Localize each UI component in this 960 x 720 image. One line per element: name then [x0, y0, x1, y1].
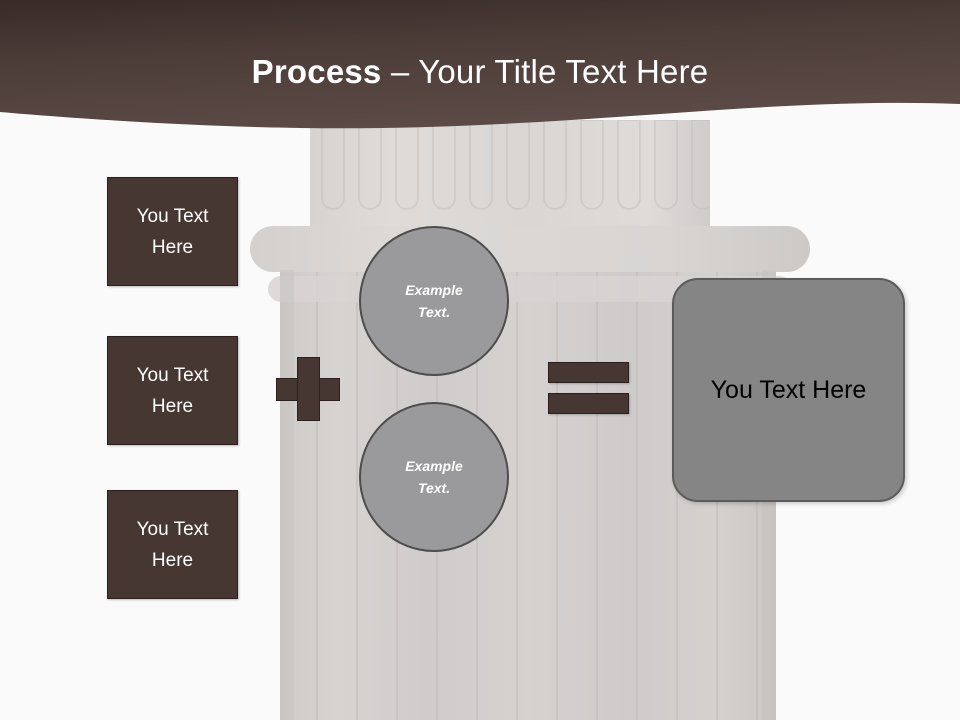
equals-icon-top-bar	[548, 362, 629, 383]
page-title-rest: Your Title Text Here	[418, 53, 709, 90]
page-title-bold: Process	[251, 53, 382, 90]
result-box[interactable]: You Text Here	[672, 278, 905, 502]
page-title-dash: –	[381, 53, 419, 90]
example-circle-2-line1: Example	[405, 458, 463, 474]
input-box-1-line2: Here	[151, 236, 194, 258]
example-circle-2[interactable]: Example Text.	[359, 402, 509, 552]
equals-icon	[548, 362, 629, 414]
title-banner	[0, 0, 960, 129]
equals-icon-bottom-bar	[548, 393, 629, 414]
example-circle-2-line2: Text.	[417, 480, 451, 496]
plus-icon	[276, 357, 340, 421]
input-box-1[interactable]: You Text Here	[107, 177, 238, 286]
input-box-3-line2: Here	[151, 549, 194, 571]
input-box-2-line2: Here	[151, 395, 194, 417]
input-box-3-line1: You Text	[136, 518, 209, 540]
input-box-1-line1: You Text	[136, 205, 209, 227]
page-title: Process – Your Title Text Here	[0, 52, 960, 92]
plus-icon-vertical-bar	[297, 357, 320, 421]
example-circle-1[interactable]: Example Text.	[359, 226, 509, 376]
input-box-2[interactable]: You Text Here	[107, 336, 238, 445]
example-circle-1-line2: Text.	[417, 304, 451, 320]
input-box-3[interactable]: You Text Here	[107, 490, 238, 599]
example-circle-1-line1: Example	[405, 282, 463, 298]
result-box-label: You Text Here	[710, 375, 867, 404]
input-box-2-line1: You Text	[136, 364, 209, 386]
